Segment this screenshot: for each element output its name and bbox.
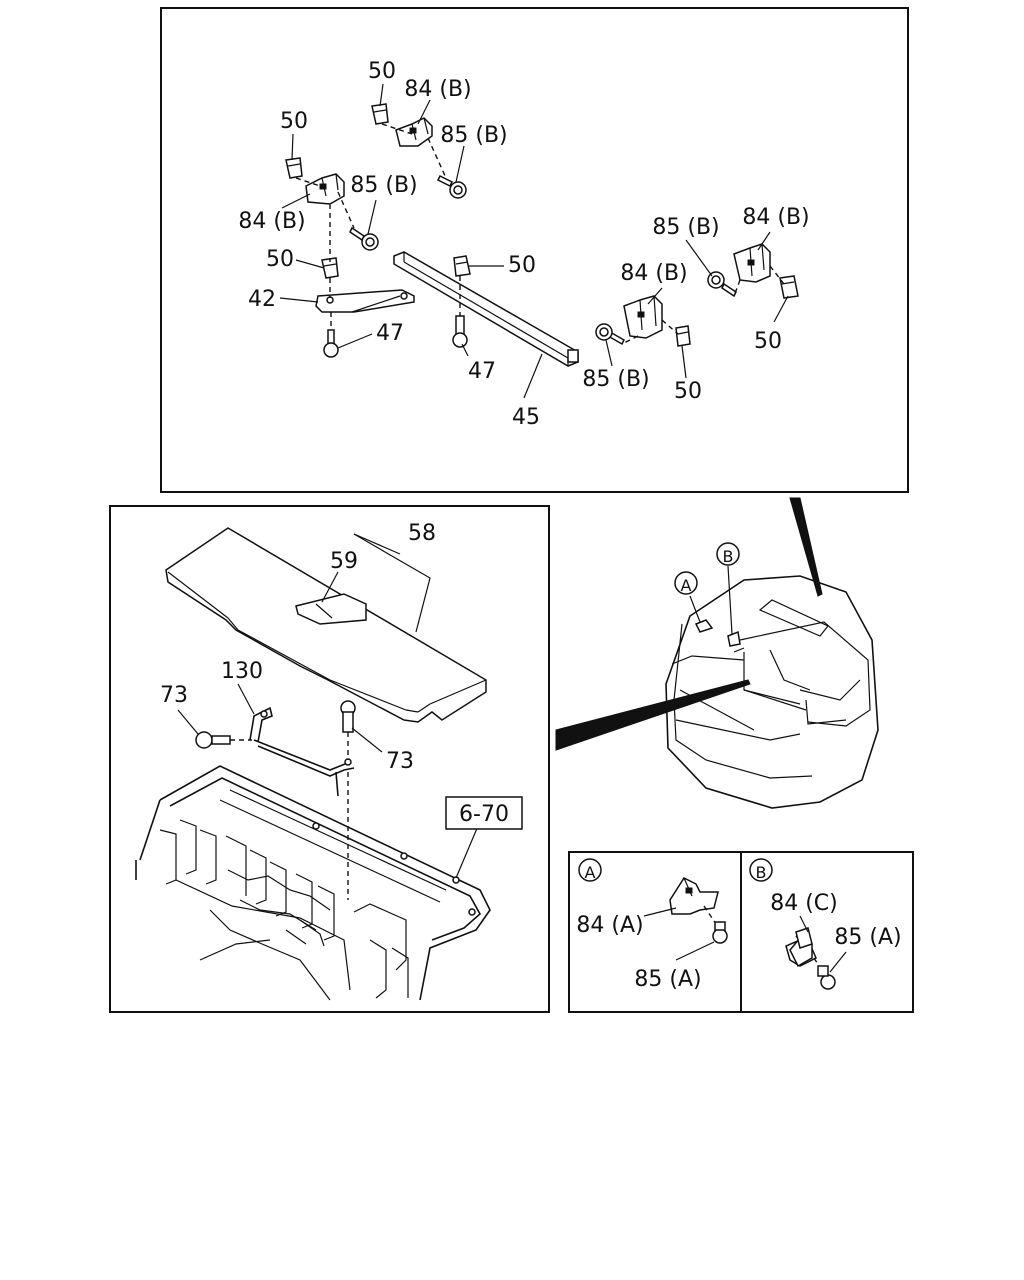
callout-58: 58 — [408, 521, 436, 546]
detail-a: A 84 (A) 85 (A) — [576, 858, 728, 992]
marker-label-a: A — [681, 576, 692, 595]
detail-a-marker-label: A — [585, 863, 596, 882]
screw-85b-right-low — [595, 323, 625, 346]
top-panel: 50 84 (B) 85 (B) 50 85 (B) 84 (B) 50 50 … — [160, 7, 909, 493]
detail-a-callout-84a: 84 (A) — [576, 913, 643, 938]
clip-50-right-high — [779, 275, 799, 299]
callout-130: 130 — [221, 659, 263, 684]
callout-84b: 84 (B) — [742, 205, 809, 230]
rear-floor-frame — [135, 765, 491, 1001]
callout-73: 73 — [160, 683, 188, 708]
shelf-panel: 58 59 130 73 73 6-70 — [109, 505, 550, 1013]
detail-b-callout-84c: 84 (C) — [770, 891, 838, 916]
callout-50: 50 — [508, 253, 536, 278]
callout-50: 50 — [266, 247, 294, 272]
attachment-point-a — [694, 619, 714, 633]
marker-circle-a — [674, 571, 698, 595]
bracket-84b-right-high — [733, 243, 771, 283]
leader-lines-shelf — [177, 533, 479, 879]
vehicle-overview: A B — [555, 497, 879, 809]
callout-45: 45 — [512, 405, 540, 430]
detail-b: B 84 (C) 85 (A) — [749, 858, 902, 990]
detail-b-marker — [749, 858, 773, 882]
marker-circle-b — [716, 542, 740, 566]
bolt-73-right — [340, 700, 356, 900]
callout-85b: 85 (B) — [440, 123, 507, 148]
detail-b-marker-label: B — [756, 863, 767, 882]
bracket-42 — [315, 289, 415, 313]
pointer-wedge-top — [789, 497, 823, 597]
callout-50: 50 — [754, 329, 782, 354]
top-panel-frame — [160, 7, 909, 493]
callout-50: 50 — [280, 109, 308, 134]
clip-50-beam — [453, 255, 471, 277]
clip-50-mid — [321, 257, 339, 279]
marker-label-b: B — [723, 547, 734, 566]
screw-47-mid — [452, 315, 468, 348]
bracket-84b-left — [305, 173, 345, 205]
screw-85b-top — [436, 174, 467, 199]
leader-lines-top — [279, 83, 789, 399]
callout-50: 50 — [674, 379, 702, 404]
bracket-84b-right-low — [623, 295, 663, 339]
detail-panels: A 84 (A) 85 (A) B 84 (C) 85 (A) — [568, 851, 914, 1013]
callout-47: 47 — [468, 359, 496, 384]
detail-a-marker — [578, 858, 602, 882]
callout-84b: 84 (B) — [620, 261, 687, 286]
attachment-point-b — [727, 630, 741, 647]
clip-50-top — [371, 103, 389, 125]
detail-a-callout-85a: 85 (A) — [634, 967, 701, 992]
screw-47-left — [323, 329, 339, 358]
callout-85b: 85 (B) — [652, 215, 719, 240]
reference-label-6-70: 6-70 — [459, 802, 509, 827]
callout-84b: 84 (B) — [404, 77, 471, 102]
clip-50-right-low — [675, 325, 691, 347]
assembly-lines-top — [295, 123, 785, 345]
clip-50-left — [285, 157, 303, 179]
callout-47: 47 — [376, 321, 404, 346]
pointer-wedge-left — [555, 679, 751, 751]
screw-85b-left — [349, 226, 379, 251]
brace-130 — [249, 706, 355, 797]
callout-73: 73 — [386, 749, 414, 774]
bracket-84b-top — [395, 117, 433, 147]
bolt-73-left — [195, 731, 252, 749]
callout-84b: 84 (B) — [238, 209, 305, 234]
callout-85b: 85 (B) — [350, 173, 417, 198]
detail-b-callout-85a: 85 (A) — [834, 925, 901, 950]
callout-59: 59 — [330, 549, 358, 574]
shelf-panel-frame — [109, 505, 550, 1013]
callout-42: 42 — [248, 287, 276, 312]
callout-50: 50 — [368, 59, 396, 84]
reference-box-6-70 — [445, 796, 523, 830]
callout-85b: 85 (B) — [582, 367, 649, 392]
beam-45 — [393, 251, 579, 367]
shelf-board-58 — [165, 527, 487, 723]
